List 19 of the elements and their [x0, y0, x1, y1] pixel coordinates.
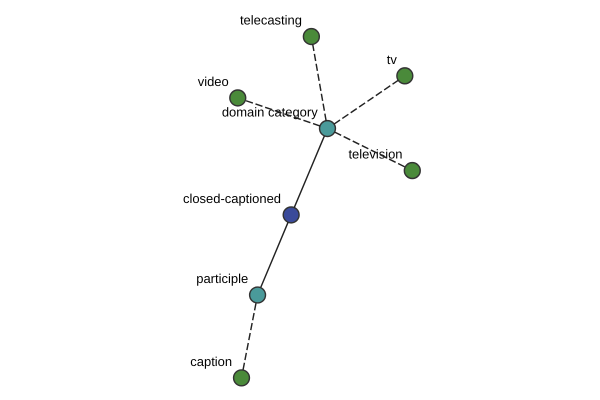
node-label: closed-captioned: [182, 190, 281, 206]
node-circle: [318, 120, 336, 138]
connector: [333, 80, 398, 125]
node-circle: [232, 369, 250, 387]
node-label: tv: [386, 52, 396, 67]
connector: [293, 136, 325, 208]
node-label: participle: [196, 271, 248, 286]
node-circle: [302, 28, 320, 46]
node-circle: [396, 67, 413, 84]
connector: [242, 303, 256, 370]
node-circle: [248, 286, 266, 304]
node-circle: [403, 162, 420, 180]
node-circle: [282, 206, 300, 224]
connector: [312, 44, 326, 121]
node-label: video: [197, 74, 228, 89]
node-label: caption: [190, 354, 232, 369]
connector: [260, 222, 288, 288]
node-label: telecasting: [239, 12, 302, 28]
node-circle: [228, 89, 246, 107]
